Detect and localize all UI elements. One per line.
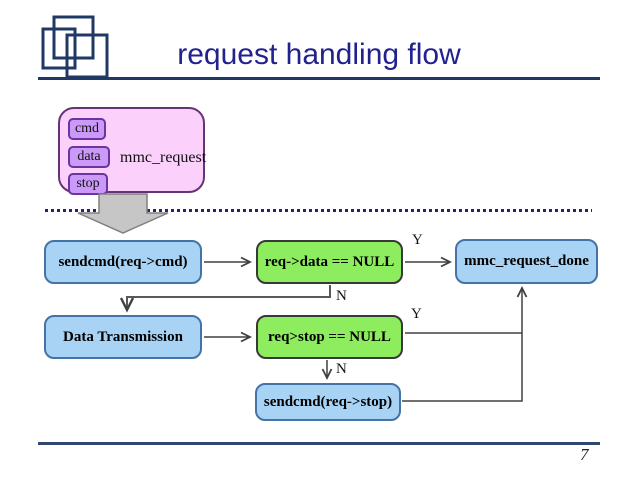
header-divider: [38, 77, 600, 80]
section-divider-dotted-line: [45, 209, 592, 212]
struct-field-stop: stop: [68, 173, 108, 195]
footer-divider: [38, 442, 600, 445]
page-number: 7: [580, 445, 589, 464]
struct-name-label: mmc_request: [120, 149, 207, 166]
node-req-data-null: req->data == NULL: [256, 240, 403, 284]
struct-field-cmd: cmd: [68, 118, 106, 140]
edge-label-yes-stop: Y: [411, 306, 422, 322]
edge-label-no-data: N: [336, 288, 347, 304]
node-data-transmission: Data Transmission: [44, 315, 202, 359]
node-req-stop-null: req>stop == NULL: [256, 315, 403, 359]
down-block-arrow-icon: [77, 193, 169, 234]
node-sendcmd-req-stop: sendcmd(req->stop): [255, 383, 401, 421]
node-sendcmd-req-cmd: sendcmd(req->cmd): [44, 240, 202, 284]
edge-label-no-stop: N: [336, 361, 347, 377]
edge-label-yes-data: Y: [412, 232, 423, 248]
page-title: request handling flow: [177, 38, 461, 71]
struct-field-data: data: [68, 146, 110, 168]
node-mmc-request-done: mmc_request_done: [455, 239, 598, 284]
mmc-request-struct-box: cmd data stop mmc_request: [58, 107, 207, 195]
